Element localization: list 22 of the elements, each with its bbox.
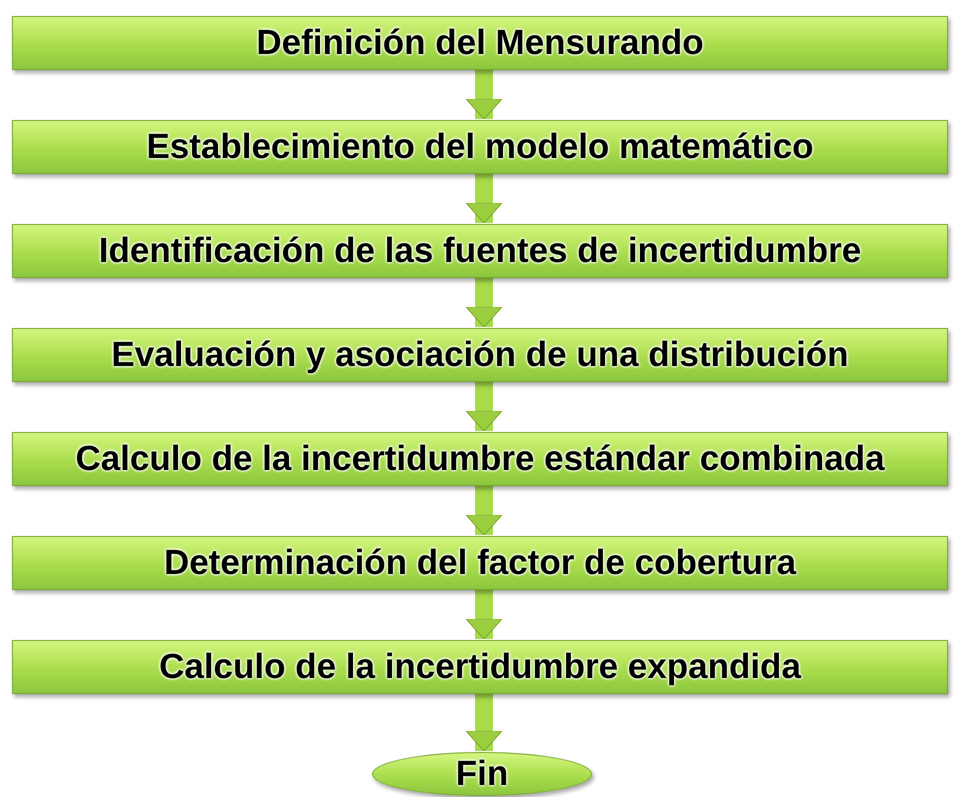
arrow <box>466 590 502 640</box>
arrow <box>466 278 502 328</box>
arrow <box>466 486 502 536</box>
process-box <box>12 120 948 174</box>
process-box <box>12 16 948 70</box>
process-box <box>12 536 948 590</box>
step-label: Calculo de la incertidumbre expandida <box>159 647 801 687</box>
step-label: Identificación de las fuentes de incertidumbre <box>98 231 862 271</box>
step-label: Definición del Mensurando <box>256 23 704 63</box>
step-label: Calculo de la incertidumbre estándar combinada <box>75 439 885 479</box>
process-box <box>12 432 948 486</box>
step-label: Evaluación y asociación de una distribución <box>111 335 849 375</box>
process-box <box>12 328 948 382</box>
step-label: Determinación del factor de cobertura <box>164 543 796 583</box>
process-box <box>12 224 948 278</box>
arrow <box>466 694 502 752</box>
arrow <box>466 382 502 432</box>
step-label: Fin <box>456 754 508 794</box>
process-box <box>12 640 948 694</box>
arrow <box>466 174 502 224</box>
step-label: Establecimiento del modelo matemático <box>146 127 814 167</box>
arrow <box>466 70 502 120</box>
